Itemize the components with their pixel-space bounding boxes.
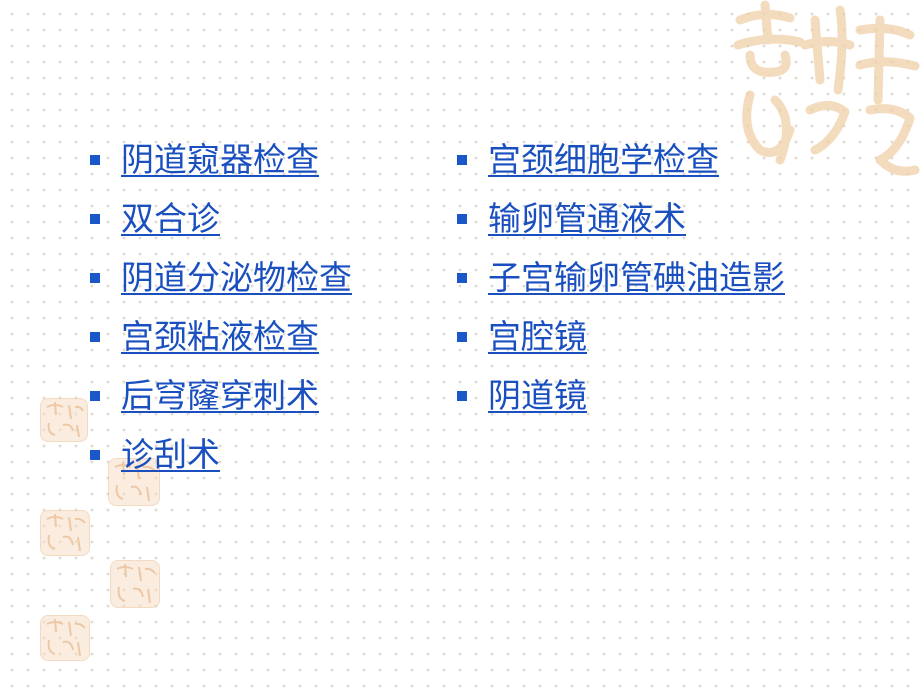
calligraphy-seal-icon bbox=[40, 615, 90, 661]
calligraphy-seal-icon bbox=[40, 510, 90, 556]
list-item: 后穹窿穿刺术 bbox=[90, 366, 352, 425]
square-bullet-icon bbox=[90, 390, 100, 401]
right-exam-list: 宫颈细胞学检查 输卵管通液术 子宫输卵管碘油造影 宫腔镜 阴道镜 bbox=[457, 130, 785, 425]
list-item: 宫颈粘液检查 bbox=[90, 307, 352, 366]
square-bullet-icon bbox=[457, 154, 467, 165]
exam-link[interactable]: 诊刮术 bbox=[121, 435, 220, 474]
exam-link[interactable]: 后穹窿穿刺术 bbox=[121, 376, 319, 415]
square-bullet-icon bbox=[457, 272, 467, 283]
square-bullet-icon bbox=[90, 272, 100, 283]
list-item: 宫腔镜 bbox=[457, 307, 785, 366]
exam-link[interactable]: 阴道窥器检查 bbox=[121, 140, 319, 179]
left-exam-list: 阴道窥器检查 双合诊 阴道分泌物检查 宫颈粘液检查 后穹窿穿刺术 诊刮术 bbox=[90, 130, 352, 484]
exam-link[interactable]: 宫颈细胞学检查 bbox=[488, 140, 719, 179]
square-bullet-icon bbox=[90, 213, 100, 224]
list-item: 双合诊 bbox=[90, 189, 352, 248]
calligraphy-seal-icon bbox=[110, 560, 160, 608]
list-item: 阴道窥器检查 bbox=[90, 130, 352, 189]
square-bullet-icon bbox=[457, 331, 467, 342]
calligraphy-seal-icon bbox=[720, 0, 920, 200]
calligraphy-seal-icon bbox=[40, 398, 88, 442]
exam-link[interactable]: 阴道镜 bbox=[488, 376, 587, 415]
exam-link[interactable]: 双合诊 bbox=[121, 199, 220, 238]
square-bullet-icon bbox=[457, 213, 467, 224]
list-item: 诊刮术 bbox=[90, 425, 352, 484]
exam-link[interactable]: 输卵管通液术 bbox=[488, 199, 686, 238]
list-item: 宫颈细胞学检查 bbox=[457, 130, 785, 189]
exam-link[interactable]: 宫颈粘液检查 bbox=[121, 317, 319, 356]
square-bullet-icon bbox=[90, 331, 100, 342]
exam-link[interactable]: 阴道分泌物检查 bbox=[121, 258, 352, 297]
square-bullet-icon bbox=[90, 154, 100, 165]
square-bullet-icon bbox=[90, 449, 100, 460]
list-item: 输卵管通液术 bbox=[457, 189, 785, 248]
list-item: 阴道镜 bbox=[457, 366, 785, 425]
square-bullet-icon bbox=[457, 390, 467, 401]
list-item: 子宫输卵管碘油造影 bbox=[457, 248, 785, 307]
exam-link[interactable]: 宫腔镜 bbox=[488, 317, 587, 356]
calligraphy-seal-icon bbox=[108, 458, 160, 506]
list-item: 阴道分泌物检查 bbox=[90, 248, 352, 307]
exam-link[interactable]: 子宫输卵管碘油造影 bbox=[488, 258, 785, 297]
